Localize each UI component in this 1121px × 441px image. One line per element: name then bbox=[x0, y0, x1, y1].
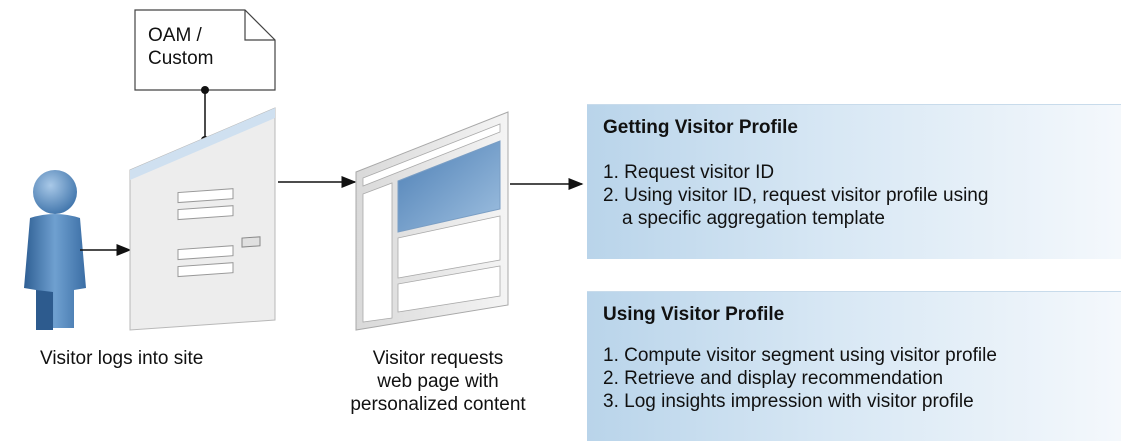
list-item: a specific aggregation template bbox=[622, 208, 885, 229]
request-caption-line-1: Visitor requests bbox=[372, 348, 504, 369]
panel-steps-list: 1. Compute visitor segment using visitor… bbox=[603, 344, 997, 413]
web-page-icon bbox=[355, 111, 509, 331]
request-caption: Visitor requests web page with personali… bbox=[343, 347, 533, 416]
panel-title: Using Visitor Profile bbox=[603, 304, 785, 325]
visitor-person-icon bbox=[24, 170, 86, 330]
list-item: 2. Retrieve and display recommendation bbox=[603, 368, 944, 389]
request-caption-line-3: personalized content bbox=[350, 394, 526, 415]
login-caption: Visitor logs into site bbox=[40, 348, 204, 369]
oam-custom-label: OAM / Custom bbox=[148, 24, 213, 70]
using-visitor-profile-panel: Using Visitor Profile 1. Compute visitor… bbox=[587, 291, 1121, 441]
getting-visitor-profile-panel: Getting Visitor Profile 1. Request visit… bbox=[587, 104, 1121, 259]
note-line-2: Custom bbox=[148, 48, 214, 69]
note-connector-dot-top bbox=[201, 86, 209, 94]
list-item: 1. Request visitor ID bbox=[603, 162, 775, 183]
panel-steps-list: 1. Request visitor ID 2. Using visitor I… bbox=[603, 161, 988, 230]
oam-custom-document-icon bbox=[134, 9, 276, 91]
list-item: 2. Using visitor ID, request visitor pro… bbox=[603, 185, 989, 206]
panel-title: Getting Visitor Profile bbox=[603, 117, 798, 138]
list-item: 3. Log insights impression with visitor … bbox=[603, 391, 974, 412]
list-item: 1. Compute visitor segment using visitor… bbox=[603, 345, 997, 366]
note-line-1: OAM / bbox=[148, 25, 202, 46]
request-caption-line-2: web page with bbox=[377, 371, 499, 392]
login-window-icon bbox=[129, 107, 276, 331]
